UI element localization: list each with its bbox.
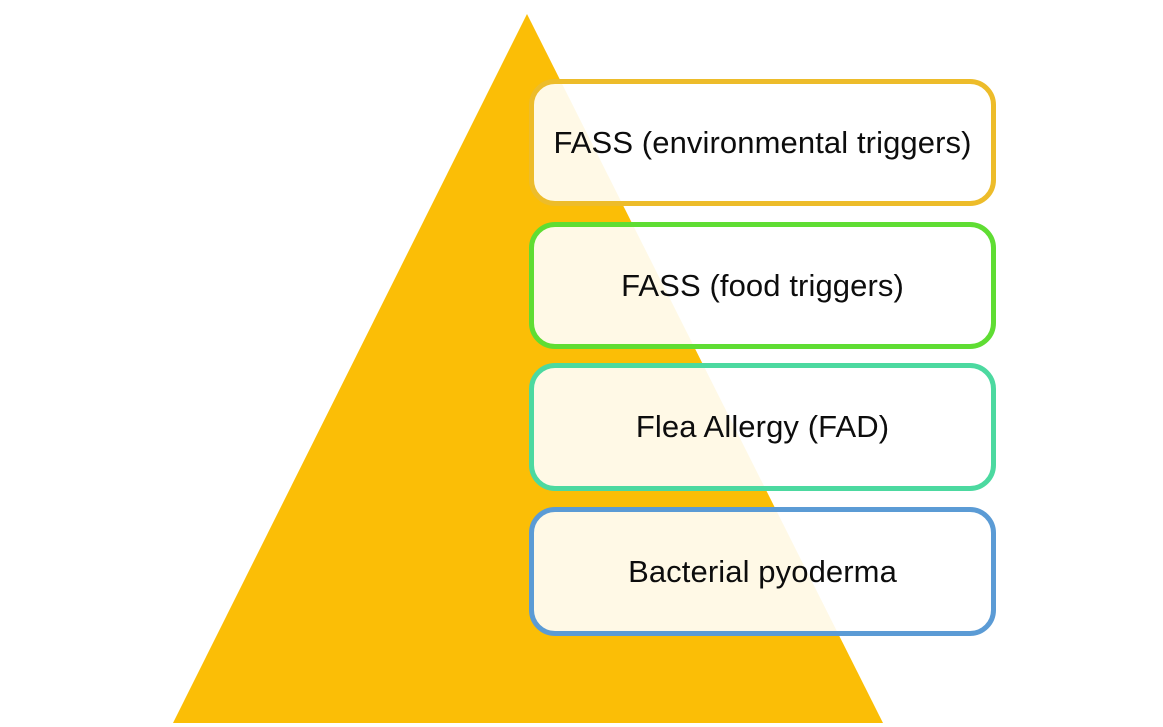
pyramid-layer-label: Bacterial pyoderma (628, 553, 897, 589)
pyramid-layer-fass-food[interactable]: FASS (food triggers) (529, 222, 996, 349)
pyramid-layer-label: Flea Allergy (FAD) (635, 409, 890, 445)
pyramid-layer-flea-allergy[interactable]: Flea Allergy (FAD) (529, 363, 996, 491)
pyramid-layer-label: FASS (food triggers) (621, 267, 904, 303)
pyramid-layer-bacterial-pyoderma[interactable]: Bacterial pyoderma (529, 507, 996, 636)
pyramid-layer-label: FASS (environmental triggers) (553, 124, 972, 160)
pyramid-layer-fass-environmental[interactable]: FASS (environmental triggers) (529, 79, 996, 206)
